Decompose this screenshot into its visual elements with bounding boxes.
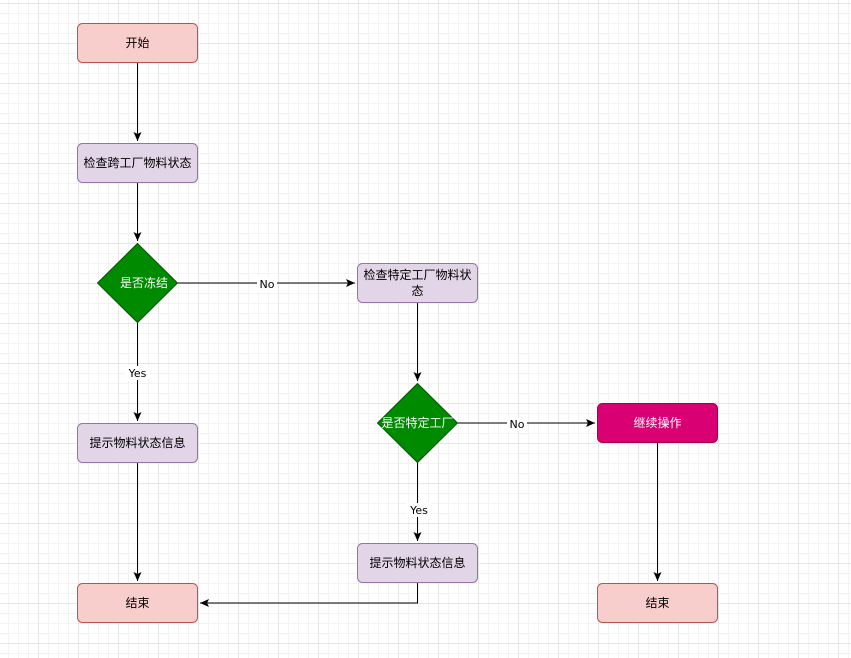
node-show-status-left[interactable]: 提示物料状态信息 (77, 423, 198, 463)
end-right-label: 结束 (645, 596, 669, 610)
end-left-label: 结束 (125, 596, 149, 610)
node-check-specific-plant[interactable]: 检查特定工厂物料状 态 (357, 263, 478, 303)
node-is-specific-plant[interactable]: 是否特定工厂 (376, 382, 459, 464)
is-specific-plant-label: 是否特定工厂 (381, 415, 453, 430)
node-end-left[interactable]: 结束 (77, 583, 198, 623)
node-show-status-mid[interactable]: 提示物料状态信息 (357, 543, 478, 583)
check-cross-plant-label: 检查跨工厂物料状态 (83, 155, 191, 170)
label-bg-frozen-yes (125, 366, 150, 380)
show-status-left-shape (77, 423, 198, 463)
check-specific-plant-label-line2: 态 (411, 284, 423, 298)
check-specific-plant-shape (357, 263, 478, 303)
start-label: 开始 (125, 36, 149, 50)
edge-label-specific-yes: Yes (409, 504, 428, 517)
continue-op-shape (597, 403, 718, 443)
label-bg-frozen-no (257, 277, 277, 291)
end-left-shape (77, 583, 198, 623)
label-bg-specific-yes (406, 503, 431, 517)
edge-label-frozen-yes: Yes (128, 367, 147, 380)
end-right-shape (597, 583, 718, 623)
node-check-cross-plant[interactable]: 检查跨工厂物料状态 (77, 143, 198, 183)
check-specific-plant-label-line1: 检查特定工厂物料状 (363, 267, 471, 282)
edge-label-frozen-no: No (260, 278, 275, 291)
start-shape (77, 23, 198, 63)
show-status-mid-shape (357, 543, 478, 583)
show-status-mid-label: 提示物料状态信息 (369, 555, 465, 570)
node-continue-op[interactable]: 继续操作 (597, 403, 718, 443)
edge-labels: No Yes No Yes (125, 277, 527, 517)
node-end-right[interactable]: 结束 (597, 583, 718, 623)
show-status-left-label: 提示物料状态信息 (89, 435, 185, 450)
node-is-frozen[interactable]: 是否冻结 (96, 242, 179, 324)
is-frozen-label: 是否冻结 (120, 275, 168, 290)
node-start[interactable]: 开始 (77, 23, 198, 63)
is-specific-plant-shape (376, 382, 459, 464)
edge-label-specific-no: No (510, 418, 525, 431)
check-cross-plant-shape (77, 143, 198, 183)
edges (133, 63, 662, 607)
continue-op-label: 继续操作 (633, 415, 681, 430)
is-frozen-shape (96, 242, 179, 324)
edge-show-status-mid-to-end-left[interactable] (200, 583, 418, 607)
label-bg-specific-no (507, 417, 527, 431)
